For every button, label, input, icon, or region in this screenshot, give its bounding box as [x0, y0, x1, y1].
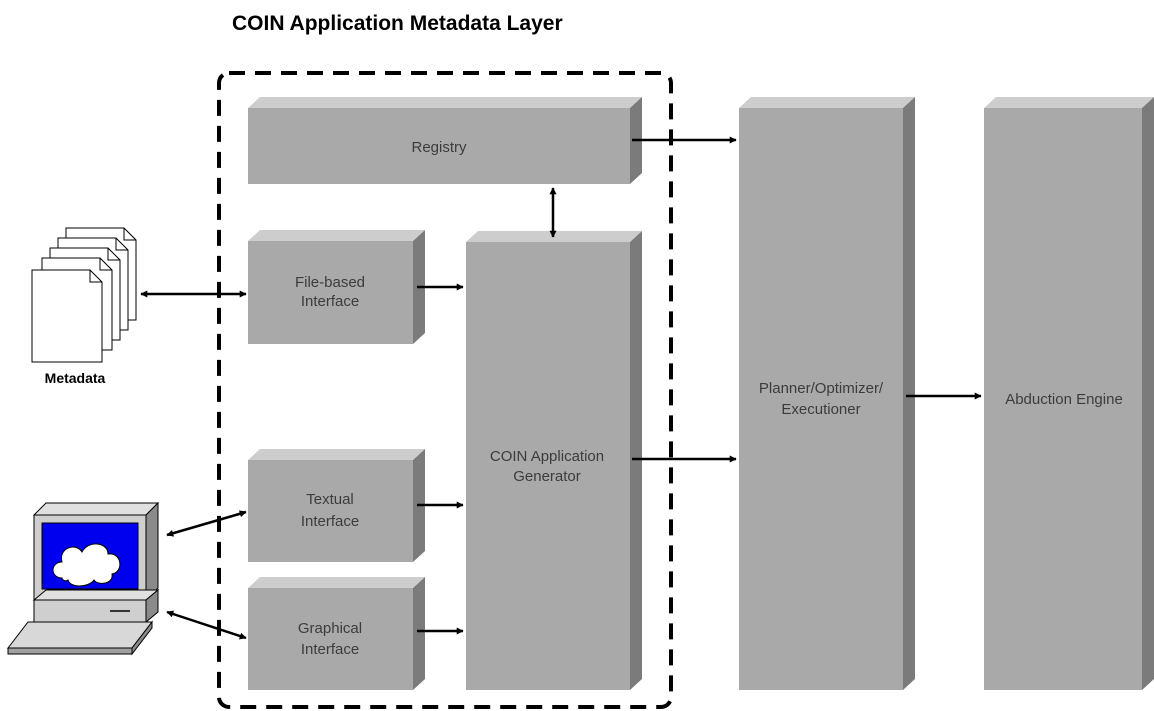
- metadata-label: Metadata: [45, 370, 106, 386]
- textual-interface-label-2: Interface: [301, 513, 359, 530]
- planner-box[interactable]: Planner/Optimizer/ Executioner: [739, 97, 915, 690]
- planner-label-2: Executioner: [781, 401, 860, 418]
- app-generator-label-2: Generator: [513, 468, 581, 485]
- graphical-interface-box[interactable]: Graphical Interface: [248, 577, 425, 690]
- arrow-computer-graphical: [166, 610, 247, 640]
- textual-interface-box[interactable]: Textual Interface: [248, 449, 425, 562]
- metadata-layer-boundary: [217, 71, 673, 709]
- file-interface-label-2: Interface: [301, 293, 359, 310]
- app-generator-box[interactable]: COIN Application Generator: [466, 231, 642, 690]
- abduction-engine-box[interactable]: Abduction Engine: [984, 97, 1154, 690]
- app-generator-label-1: COIN Application: [490, 448, 604, 465]
- arrow-computer-textual: [166, 510, 247, 537]
- document-stack-icon: [31, 227, 137, 363]
- graphical-interface-label-2: Interface: [301, 641, 359, 658]
- registry-box[interactable]: Registry: [248, 97, 642, 184]
- textual-interface-label-1: Textual: [306, 491, 354, 508]
- graphical-interface-label-1: Graphical: [298, 620, 362, 637]
- computer-icon: [6, 501, 160, 656]
- registry-label: Registry: [411, 139, 467, 156]
- file-interface-label-1: File-based: [295, 274, 365, 291]
- file-interface-box[interactable]: File-based Interface: [248, 230, 425, 344]
- planner-label-1: Planner/Optimizer/: [759, 380, 884, 397]
- abduction-engine-label: Abduction Engine: [1005, 391, 1123, 408]
- diagram-title: COIN Application Metadata Layer: [232, 12, 563, 35]
